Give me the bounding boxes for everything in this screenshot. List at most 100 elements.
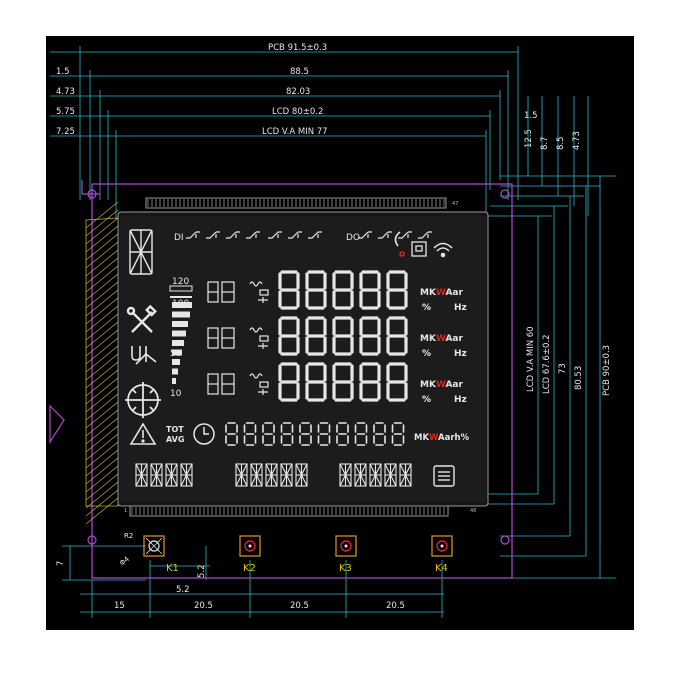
dim-bottom-20-5-c: 20.5	[386, 601, 405, 611]
key-3[interactable]	[335, 535, 357, 557]
phone-icon	[394, 231, 405, 257]
dim-left-5-75: 5.75	[56, 107, 75, 117]
dim-pcb-width: PCB 91.5±0.3	[268, 43, 327, 53]
main-digit	[305, 316, 327, 356]
clock-icon	[193, 423, 215, 445]
bar-scale-10: 10	[170, 389, 182, 399]
dim-lcd-height: LCD 67.6±0.2	[542, 335, 552, 394]
unit-percent: %	[422, 349, 431, 359]
key-2[interactable]	[239, 535, 261, 557]
dim-right-4-73: 4.73	[572, 131, 582, 150]
main-digit	[359, 270, 381, 310]
main-digit	[386, 316, 408, 356]
do-label: DO	[346, 233, 360, 243]
bar-scale-100: 100	[172, 299, 189, 309]
energy-digit	[336, 422, 349, 446]
energy-digit	[225, 422, 238, 446]
svg-text:MKWAar: MKWAar	[420, 380, 464, 390]
unit-hz: Hz	[454, 395, 467, 405]
unit-suffix: Aar	[445, 288, 463, 298]
alphanumeric-char	[384, 463, 397, 487]
svg-text:MKWAar: MKWAar	[420, 334, 464, 344]
pcb-outline	[49, 180, 513, 579]
alphanumeric-char	[399, 463, 412, 487]
phase-indicators	[207, 281, 269, 395]
bar-scale-120: 120	[172, 277, 189, 287]
main-digit	[332, 270, 354, 310]
alphanumeric-char	[295, 463, 308, 487]
unit-prefix: MK	[420, 380, 437, 390]
alphanumeric-char	[150, 463, 163, 487]
wifi-icon	[433, 242, 453, 258]
unit-highlight: W	[436, 380, 446, 390]
hatch-area	[85, 201, 119, 525]
bar-graph	[169, 285, 193, 384]
lcd-viewing-area	[120, 216, 486, 502]
alphanumeric-char	[280, 463, 293, 487]
key-2-label: K2	[243, 563, 256, 574]
main-digit-rows	[278, 270, 408, 402]
unit-highlight: W	[436, 334, 446, 344]
main-digit	[332, 362, 354, 402]
key-1[interactable]	[143, 535, 165, 557]
avg-label: AVG	[166, 435, 184, 444]
unit-row-1: MKWAar % Hz	[420, 288, 467, 313]
unit-row-3: MKWAar % Hz	[420, 380, 467, 405]
dim-left-7-25: 7.25	[56, 127, 75, 137]
unit-suffix: Aar	[445, 380, 463, 390]
alphanumeric-char	[354, 463, 367, 487]
alphanumeric-char	[165, 463, 178, 487]
alphanumeric-groups	[135, 463, 412, 487]
dim-right-8-5: 8.5	[556, 136, 566, 150]
key-4-label: K4	[435, 563, 448, 574]
alphanumeric-char	[180, 463, 193, 487]
energy-unit-prefix: MK	[414, 433, 429, 443]
dim-right-12-5: 12.5	[524, 129, 534, 148]
unit-highlight: W	[436, 288, 446, 298]
unit-hz: Hz	[454, 349, 467, 359]
main-digit	[386, 270, 408, 310]
unit-prefix: MK	[420, 288, 437, 298]
warning-icon	[129, 422, 157, 445]
dim-lcd-va: LCD V.A MIN 77	[262, 127, 328, 137]
energy-digit	[243, 422, 257, 446]
main-digit	[278, 270, 300, 310]
energy-digit	[391, 422, 405, 446]
dim-88-5: 88.5	[290, 67, 309, 77]
key-4[interactable]	[431, 535, 453, 557]
dimension-lines	[50, 46, 616, 618]
alphanumeric-char	[339, 463, 352, 487]
network-icon	[411, 241, 427, 257]
unit-suffix: Aar	[445, 334, 463, 344]
alphanumeric-char	[250, 463, 263, 487]
dim-r2: R2	[124, 532, 133, 540]
pins-top	[147, 199, 445, 207]
dim-7: 7	[56, 561, 66, 566]
di-label: DI	[174, 233, 184, 243]
dim-80-53: 80.53	[574, 366, 584, 390]
main-digit	[278, 316, 300, 356]
pin-first-label: 1	[124, 508, 127, 514]
energy-digit	[262, 422, 275, 446]
main-digit	[332, 316, 354, 356]
unit-row-2: MKWAar % Hz	[420, 334, 467, 359]
energy-digit	[299, 422, 312, 446]
key-3-label: K3	[339, 563, 352, 574]
dim-82-03: 82.03	[286, 87, 310, 97]
pin-last-label: 48	[470, 508, 476, 514]
energy-unit-highlight: W	[429, 433, 439, 443]
main-digit	[386, 362, 408, 402]
energy-unit-suffix: Aarh%	[438, 433, 470, 443]
energy-digit	[280, 422, 294, 446]
alphanumeric-char	[265, 463, 278, 487]
quadrant-icon	[125, 382, 161, 418]
main-digit	[359, 316, 381, 356]
battery-icon	[433, 465, 455, 487]
bar-scale-50: 50	[170, 349, 182, 359]
energy-digit	[317, 422, 331, 446]
main-digit	[359, 362, 381, 402]
phase-icon	[131, 346, 157, 365]
alphanumeric-char	[369, 463, 382, 487]
main-digit	[305, 362, 327, 402]
